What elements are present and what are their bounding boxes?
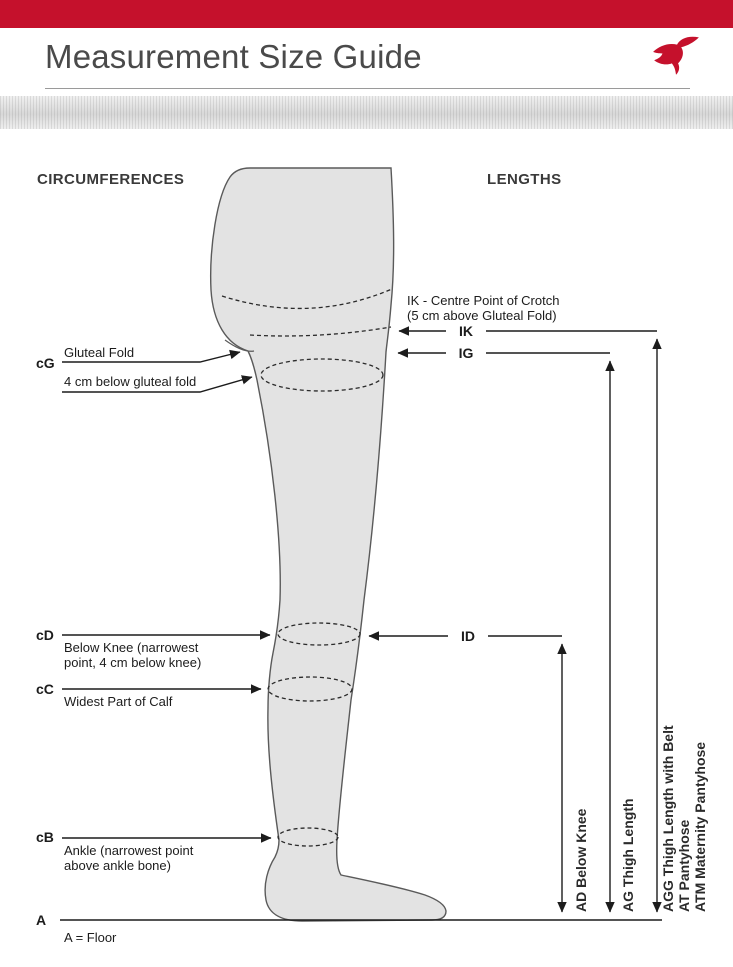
cb-label: Ankle (narrowest point above ankle bone) (64, 843, 194, 873)
page-title: Measurement Size Guide (45, 38, 422, 75)
cg-code: cG (36, 355, 55, 371)
cd-label: Below Knee (narrowest point, 4 cm below … (64, 640, 202, 670)
cc-label: Widest Part of Calf (64, 694, 173, 709)
crotch-dashed-line (249, 326, 392, 337)
lengths-heading: LENGTHS (487, 171, 562, 188)
leg-silhouette (209, 167, 447, 922)
calf-dashed-ellipse (267, 676, 353, 702)
swallow-logo-icon (653, 36, 699, 75)
cd-code: cD (36, 627, 54, 643)
at-pantyhose-label: AT Pantyhose (676, 819, 692, 912)
gluteal-crease (224, 339, 255, 352)
below-knee-dashed-ellipse (277, 622, 361, 646)
circumferences-heading: CIRCUMFERENCES (37, 171, 185, 188)
ad-below-knee-label: AD Below Knee (573, 808, 589, 912)
cb-code: cB (36, 829, 54, 845)
id-code: ID (448, 628, 488, 644)
brand-top-bar (0, 0, 733, 28)
cg-label: 4 cm below gluteal fold (64, 374, 197, 389)
a-floor-label: A = Floor (64, 930, 117, 945)
ag-thigh-length-label: AG Thigh Length (620, 798, 636, 912)
cg-arrow (62, 375, 253, 393)
ig-code: IG (446, 345, 486, 361)
ik-note: IK - Centre Point of Crotch (5 cm above … (407, 293, 560, 323)
decorative-stripe-band (0, 96, 733, 129)
a-code: A (36, 912, 47, 928)
agg-thigh-length-with-belt-label: AGG Thigh Length with Belt (660, 725, 676, 912)
gluteal-fold-label: Gluteal Fold (64, 345, 135, 360)
cc-code: cC (36, 681, 54, 697)
ik-code: IK (446, 323, 486, 339)
title-underline (45, 88, 690, 89)
atm-maternity-pantyhose-label: ATM Maternity Pantyhose (692, 741, 708, 912)
ankle-dashed-ellipse (277, 827, 339, 847)
gluteal-fold-arrow (62, 349, 241, 363)
thigh-dashed-ellipse (260, 358, 384, 392)
hip-dashed-curve (221, 288, 393, 310)
